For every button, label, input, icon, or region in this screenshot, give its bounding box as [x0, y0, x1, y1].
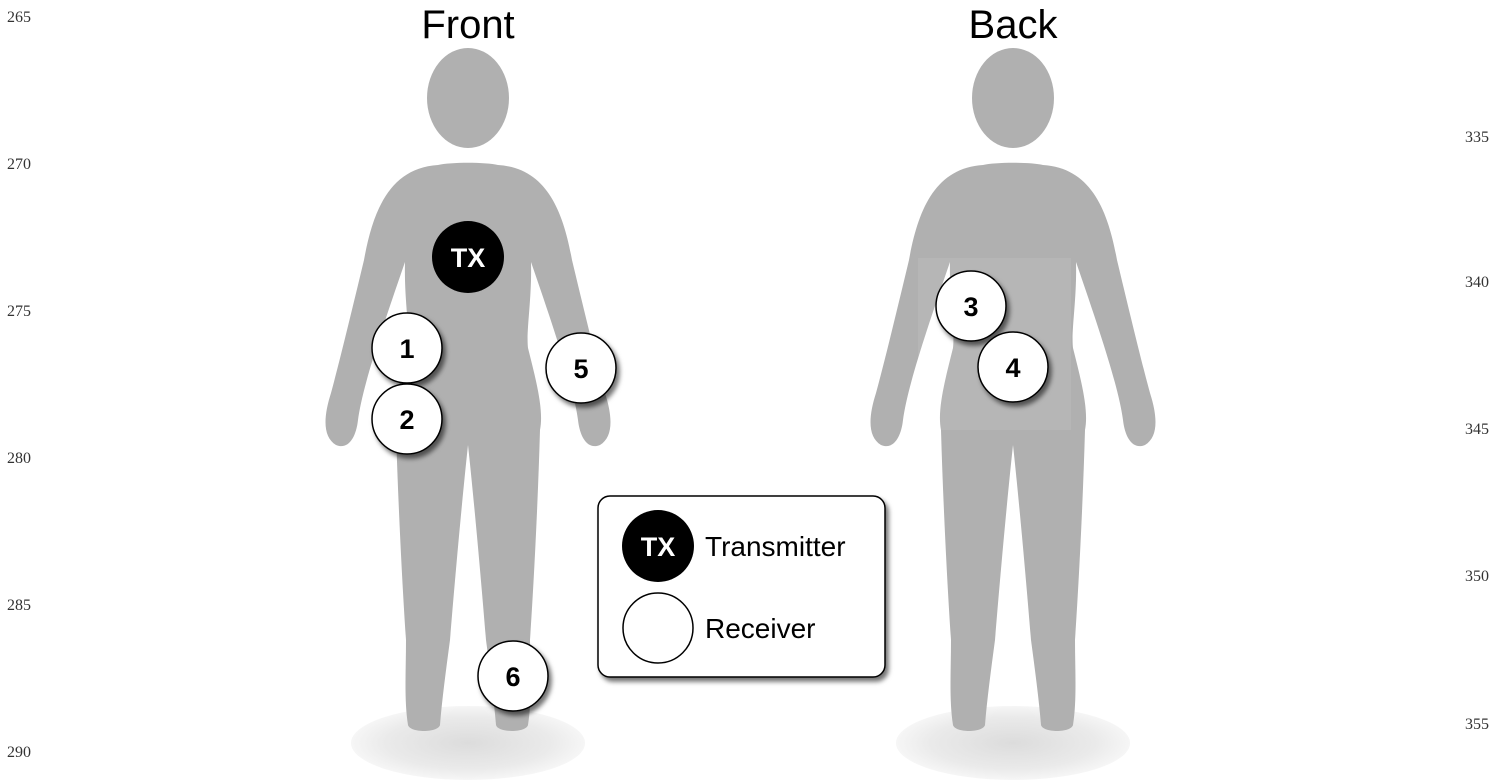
receiver-marker-1: 1 [371, 312, 443, 384]
front-view-title: Front [421, 3, 514, 47]
transmitter-marker-label: TX [451, 243, 486, 273]
receiver-marker-2: 2 [371, 383, 443, 455]
line-number: 290 [7, 744, 31, 761]
receiver-marker-3: 3 [935, 270, 1007, 342]
receiver-label: 5 [573, 354, 588, 384]
legend-transmitter-label: Transmitter [705, 531, 846, 562]
line-number: 340 [1465, 274, 1489, 291]
line-number: 345 [1465, 421, 1489, 438]
legend-transmitter-symbol: TX [622, 510, 694, 582]
line-number: 335 [1465, 129, 1489, 146]
floor-shadow-front [351, 706, 585, 780]
back-view-title: Back [969, 3, 1059, 47]
receiver-marker-4: 4 [977, 331, 1049, 403]
line-number: 270 [7, 156, 31, 173]
line-number: 350 [1465, 568, 1489, 585]
line-number: 285 [7, 597, 31, 614]
line-number: 280 [7, 450, 31, 467]
legend-receiver-label: Receiver [705, 613, 815, 644]
receiver-label: 3 [963, 292, 978, 322]
legend: TX Transmitter Receiver [597, 495, 886, 678]
legend-transmitter-symbol-label: TX [641, 532, 676, 562]
receiver-label: 2 [399, 405, 414, 435]
floor-shadow-back [896, 706, 1130, 780]
line-number: 355 [1465, 716, 1489, 733]
receiver-label: 6 [505, 662, 520, 692]
legend-receiver-symbol [622, 592, 694, 664]
receiver-marker-5: 5 [545, 332, 617, 404]
line-number: 265 [7, 9, 31, 26]
receiver-label: 1 [399, 334, 414, 364]
receiver-label: 4 [1005, 353, 1020, 383]
receiver-marker-6: 6 [477, 640, 549, 712]
transmitter-marker: TX [432, 221, 504, 293]
line-number: 275 [7, 303, 31, 320]
